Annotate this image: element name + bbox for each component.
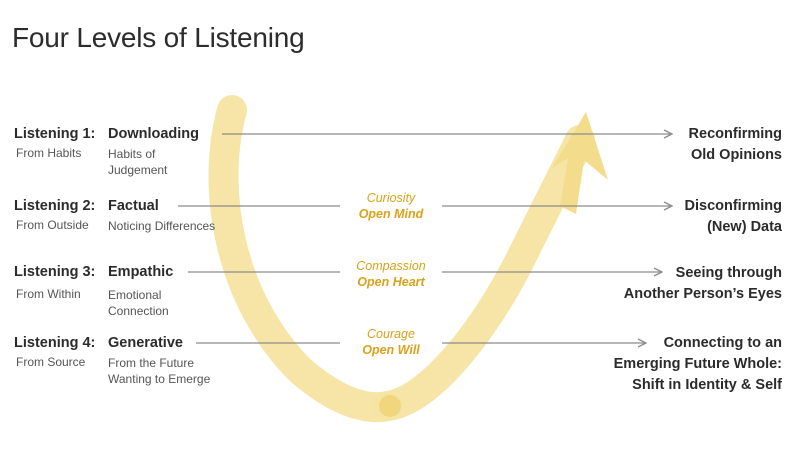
opening-openness: Open Heart [357, 275, 425, 289]
level-2-result: Disconfirming (New) Data [685, 196, 782, 238]
level-3-type-desc-line: Emotional [108, 288, 162, 302]
opening-openness: Open Will [362, 343, 420, 357]
opening-quality: Compassion [356, 259, 426, 273]
level-4-source: From Source [16, 355, 86, 369]
level-2-source: From Outside [16, 218, 89, 232]
level-3-result-line: Another Person’s Eyes [623, 286, 782, 302]
level-2-result-line: (New) Data [707, 219, 782, 235]
level-4-result-line: Shift in Identity & Self [632, 377, 782, 393]
level-2-type-desc: Noticing Differences [108, 218, 215, 234]
level-4-type-desc: From the Future Wanting to Emerge [108, 355, 210, 387]
level-1-type-desc-line: Habits of [108, 147, 156, 161]
level-4-result-line: Emerging Future Whole: [613, 356, 782, 372]
level-3-type-desc-line: Connection [108, 304, 169, 318]
opening-quality: Curiosity [366, 191, 416, 205]
level-4-result-line: Connecting to an [663, 335, 782, 351]
level-1-source: From Habits [16, 146, 82, 160]
level-3-type-desc: Emotional Connection [108, 287, 169, 319]
level-3-source: From Within [16, 287, 81, 301]
u-bottom-dot [379, 395, 401, 417]
level-1-result: Reconfirming Old Opinions [689, 124, 782, 166]
opening-quality: Courage [367, 327, 415, 341]
opening-open-mind: Curiosity Open Mind [341, 190, 441, 222]
level-2-result-line: Disconfirming [684, 198, 782, 214]
level-3-result-line: Seeing through [675, 265, 782, 281]
level-1-result-line: Old Opinions [690, 147, 782, 163]
level-2-title: Listening 2: [14, 198, 96, 214]
level-4-type-desc-line: Wanting to Emerge [108, 372, 211, 386]
level-3-result: Seeing through Another Person’s Eyes [624, 263, 782, 305]
level-3-title: Listening 3: [14, 264, 96, 280]
level-1-title: Listening 1: [14, 126, 96, 142]
level-4-result: Connecting to an Emerging Future Whole: … [614, 333, 782, 396]
level-1-type: Downloading [108, 126, 200, 142]
level-4-type-desc-line: From the Future [108, 356, 195, 370]
level-1-type-desc: Habits of Judgement [108, 146, 167, 178]
level-1-result-line: Reconfirming [688, 126, 782, 142]
level-2-type: Factual [108, 198, 159, 214]
level-4-type: Generative [108, 335, 183, 351]
opening-open-will: Courage Open Will [341, 326, 441, 358]
level-2-type-desc-line: Noticing Differences [108, 219, 216, 233]
u-shape-stroke [208, 95, 608, 423]
level-1-type-desc-line: Judgement [108, 163, 168, 177]
page-title: Four Levels of Listening [12, 22, 305, 53]
level-4-title: Listening 4: [14, 335, 96, 351]
opening-open-heart: Compassion Open Heart [341, 258, 441, 290]
u-arrowhead [552, 112, 608, 214]
opening-openness: Open Mind [358, 207, 424, 221]
level-3-type: Empathic [108, 264, 174, 280]
